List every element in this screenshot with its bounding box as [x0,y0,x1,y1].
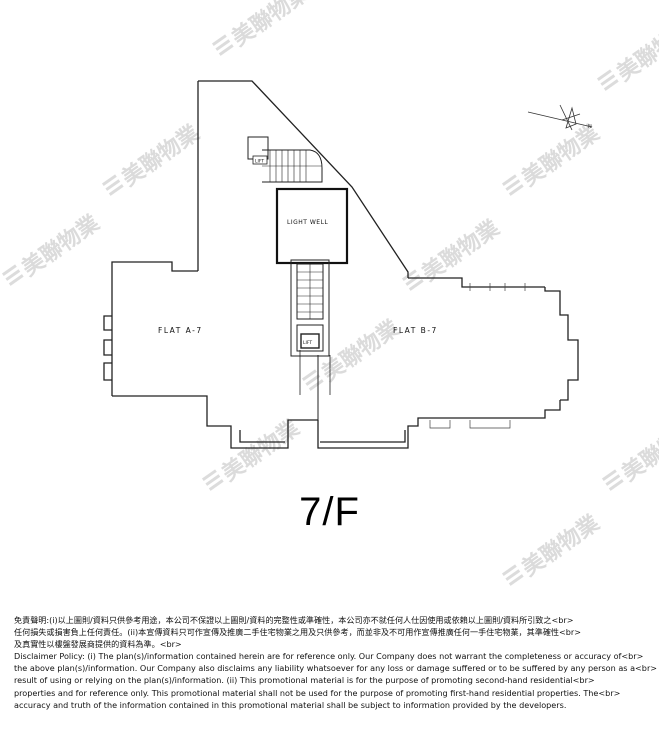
floor-label: 7/F [299,490,360,534]
north-arrow-icon: N [527,104,593,131]
watermark-logo: 美聯物業 [211,0,315,56]
disclaimer-line: Disclaimer Policy: (i) The plan(s)/infor… [14,651,644,662]
disclaimer: 免責聲明:(i)以上圖則/資料只供參考用途，本公司不保證以上圖則/資料的完整性或… [14,614,659,711]
svg-text:美聯物業: 美聯物業 [227,0,315,52]
light-well-label: LIGHT WELL [287,219,328,226]
floor-plan-drawing: 美聯物業 美聯物業 美聯物業 美聯物業 美聯物業 美聯物業 [1,0,659,586]
upper-lift-box [252,155,268,165]
svg-text:N: N [588,124,592,130]
flat-b-label: FLAT B-7 [393,326,438,335]
upper-stair [247,136,323,183]
watermark-logo: 美聯物業 [596,14,659,91]
svg-text:美聯物業: 美聯物業 [17,209,105,281]
watermark-logo: 美聯物業 [401,214,505,291]
watermark-logo: 美聯物業 [201,414,305,491]
watermark-logo: 美聯物業 [1,209,105,286]
watermark-logo: 美聯物業 [101,119,205,196]
watermark-logo: 美聯物業 [601,414,659,491]
disclaimer-line: properties and for reference only. This … [14,687,621,698]
disclaimer-line: 及真實性以樓盤發展商提供的資料為準。<br> [14,639,182,650]
light-well [275,187,349,265]
svg-text:美聯物業: 美聯物業 [417,214,505,286]
lower-lift-label: LIFT [303,340,312,346]
disclaimer-line: the above plan(s)/information. Our Compa… [14,663,658,674]
flat-a-label: FLAT A-7 [158,326,203,335]
svg-text:美聯物業: 美聯物業 [612,14,659,86]
upper-lift-label: LIFT [255,159,264,165]
central-core [290,259,330,357]
disclaimer-line: accuracy and truth of the information co… [14,699,567,710]
balcony-marks [429,283,526,429]
watermark-logo: 美聯物業 [501,119,605,196]
disclaimer-line: 免責聲明:(i)以上圖則/資料只供參考用途，本公司不保證以上圖則/資料的完整性或… [14,615,574,625]
svg-text:美聯物業: 美聯物業 [517,119,605,191]
svg-text:美聯物業: 美聯物業 [117,119,205,191]
building-outline [103,80,579,449]
svg-text:美聯物業: 美聯物業 [617,414,659,486]
disclaimer-line: 任何損失或損害負上任何責任。(ii)本宣傳資料只可作宣傳及推廣二手住宅物業之用及… [14,627,582,638]
disclaimer-line: result of using or relying on the plan(s… [14,675,595,686]
svg-text:美聯物業: 美聯物業 [217,414,305,486]
